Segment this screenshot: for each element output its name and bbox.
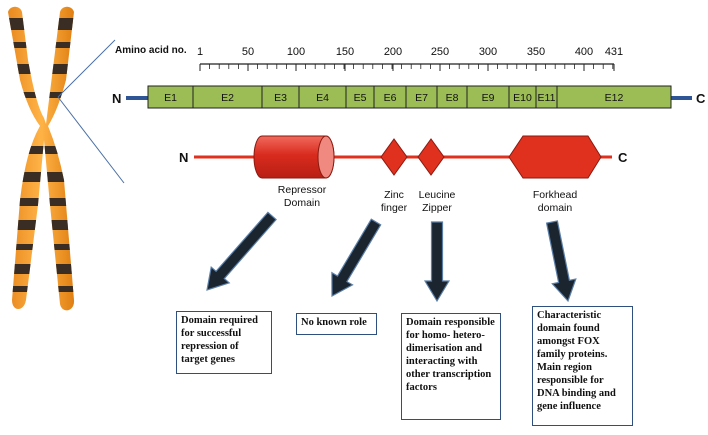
exon-label: E4 (316, 92, 329, 104)
domain-label-line1: Repressor (278, 184, 327, 196)
axis-tick-label: 250 (431, 46, 449, 58)
exon-c-terminus: C (696, 91, 706, 106)
domain-label-line1: Leucine (419, 189, 456, 201)
axis-tick-label: 350 (527, 46, 545, 58)
axis-tick-label: 50 (242, 46, 254, 58)
exon-bar: N C E1 E2 E3 E4 E5 E6 E7 E8 E9 E10 E11 E12 (112, 85, 706, 109)
domain-label-line1: Forkhead (533, 189, 578, 201)
arrow-repressor (206, 211, 277, 291)
description-repressor: Domain required for successful repressio… (176, 311, 272, 374)
domain-label-line2: domain (538, 202, 573, 214)
domain-label-line1: Zinc (384, 189, 404, 201)
domain-c-terminus: C (618, 150, 628, 165)
axis-tick-label: 1 (197, 46, 203, 58)
forkhead-domain-shape (508, 135, 602, 179)
axis-tick-label: 100 (287, 46, 305, 58)
axis-tick-label: 200 (384, 46, 402, 58)
axis-tick-label: 400 (575, 46, 593, 58)
exon-label: E8 (446, 92, 459, 104)
exon-label: E5 (354, 92, 367, 104)
chromosome-icon (8, 6, 75, 311)
arrow-forkhead (545, 220, 577, 303)
domain-label-line2: Domain (284, 197, 320, 209)
description-zinc-finger: No known role (296, 313, 377, 335)
axis-title: Amino acid no. (115, 45, 187, 56)
exon-label: E2 (221, 92, 234, 104)
exon-label: E3 (274, 92, 287, 104)
zinc-finger-shape (380, 138, 408, 176)
axis-tick-label: 431 (605, 46, 623, 58)
leucine-zipper-shape (417, 138, 445, 176)
arrows (206, 211, 577, 303)
arrow-zinc-finger (331, 218, 382, 298)
exon-label: E9 (482, 92, 495, 104)
zoom-lines (57, 39, 125, 184)
exon-label: E1 (164, 92, 177, 104)
repressor-domain-cap (317, 135, 335, 179)
axis-tick-label: 300 (479, 46, 497, 58)
domain-label-line2: Zipper (422, 202, 452, 214)
domain-label-line2: finger (381, 202, 408, 214)
exon-label: E12 (605, 92, 624, 104)
axis-tick-label: 150 (336, 46, 354, 58)
exon-label: E10 (513, 92, 532, 104)
exon-segment (556, 85, 672, 109)
description-forkhead: Characteristic domain found amongst FOX … (532, 306, 633, 426)
arrow-leucine-zipper (423, 221, 451, 303)
description-leucine-zipper: Domain responsible for homo- hetero- dim… (401, 313, 501, 420)
domain-n-terminus: N (179, 150, 188, 165)
exon-label: E6 (384, 92, 397, 104)
exon-n-terminus: N (112, 91, 121, 106)
exon-label: E11 (538, 92, 556, 104)
exon-label: E7 (415, 92, 428, 104)
